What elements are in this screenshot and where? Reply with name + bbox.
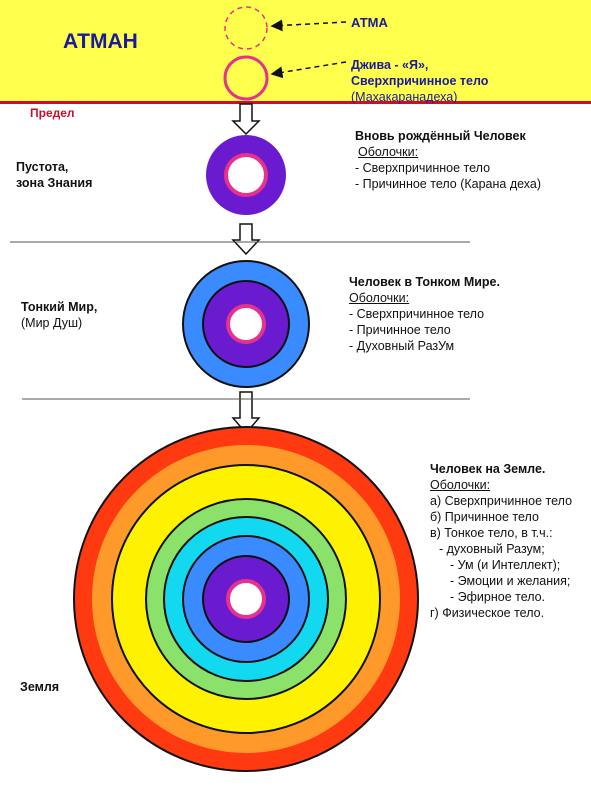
limit-line <box>0 101 591 104</box>
subtle-world-label: Тонкий Мир, (Мир Душ) <box>21 299 97 331</box>
jiva-circle <box>223 55 269 101</box>
stage3-item: - Эфирное тело. <box>450 590 546 604</box>
stage2-shells-label: Оболочки: <box>349 291 410 305</box>
jiva-label-line3: (Махакаранадеха) <box>351 90 458 104</box>
stage2-title: Человек в Тонком Мире. <box>349 275 500 289</box>
stage1-core-ring <box>224 153 268 197</box>
stage3-title: Человек на Земле. <box>430 462 546 476</box>
stage2-description: Человек в Тонком Мире. Оболочки: - Сверх… <box>349 274 500 354</box>
atman-zone <box>0 0 591 103</box>
stage2-item: - Духовный РазУм <box>349 339 455 353</box>
stage3-item: б) Причинное тело <box>430 510 539 524</box>
stage3-item: - Ум (и Интеллект); <box>450 558 561 572</box>
stage3-item: - Эмоции и желания; <box>450 574 571 588</box>
stage2-item: - Сверхпричинное тело <box>349 307 485 321</box>
stage1-description: Вновь рождённый Человек Оболочки: - Свер… <box>355 128 541 192</box>
atman-title: АТМАН <box>63 30 138 53</box>
subtle-world-label-line2: (Мир Душ) <box>21 316 83 330</box>
subtle-world-label-line1: Тонкий Мир, <box>21 300 98 314</box>
void-zone-label-line1: Пустота, <box>16 160 69 174</box>
stage3-description: Человек на Земле. Оболочки: а) Сверхприч… <box>430 461 572 621</box>
jiva-label-line2: Сверхпричинное тело <box>351 74 489 88</box>
stage2-rings <box>182 260 310 388</box>
stage1-item: - Сверхпричинное тело <box>355 161 491 175</box>
void-zone-label: Пустота, зона Знания <box>16 159 92 191</box>
stage2-core-ring <box>226 304 266 344</box>
stage1-title: Вновь рождённый Человек <box>355 129 526 143</box>
void-zone-label-line2: зона Знания <box>16 176 93 190</box>
atma-pointer-arrow <box>270 19 347 32</box>
stage2-item: - Причинное тело <box>349 323 451 337</box>
down-arrow-3 <box>231 391 261 435</box>
jiva-label-line1: Джива - «Я», <box>351 58 429 72</box>
stage1-shells-label: Оболочки: <box>358 145 419 159</box>
stage3-item: а) Сверхпричинное тело <box>430 494 573 508</box>
stage3-rings <box>73 426 419 772</box>
stage3-core-ring <box>226 579 266 619</box>
atma-label: АТМА <box>351 15 388 30</box>
jiva-label-block: Джива - «Я», Сверхпричинное тело (Махака… <box>351 57 488 105</box>
stage1-item: - Причинное тело (Карана деха) <box>355 177 542 191</box>
down-arrow-2 <box>231 223 261 256</box>
earth-label: Земля <box>20 680 60 694</box>
stage3-item: г) Физическое тело. <box>430 606 545 620</box>
atma-circle <box>224 6 268 50</box>
down-arrow-1 <box>231 103 261 136</box>
jiva-pointer-arrow <box>270 61 347 79</box>
stage3-item: - духовный Разум; <box>439 542 545 556</box>
stage1-rings <box>206 135 286 215</box>
limit-label: Предел <box>30 106 75 120</box>
stage3-shells-label: Оболочки: <box>430 478 491 492</box>
stage3-item: в) Тонкое тело, в т.ч.: <box>430 526 553 540</box>
